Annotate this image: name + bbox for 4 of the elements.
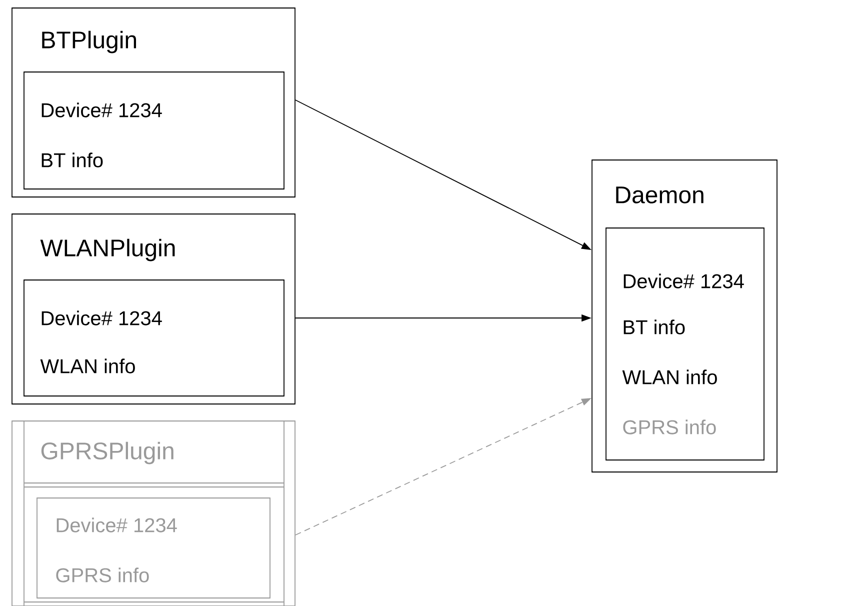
info-box: Device# 1234 BT info (24, 72, 284, 190)
info-box: Device# 1234 BT info WLAN info GPRS info (606, 228, 764, 460)
info-box: Device# 1234 GPRS info (36, 498, 270, 598)
info-box: Device# 1234 WLAN info (24, 280, 284, 396)
